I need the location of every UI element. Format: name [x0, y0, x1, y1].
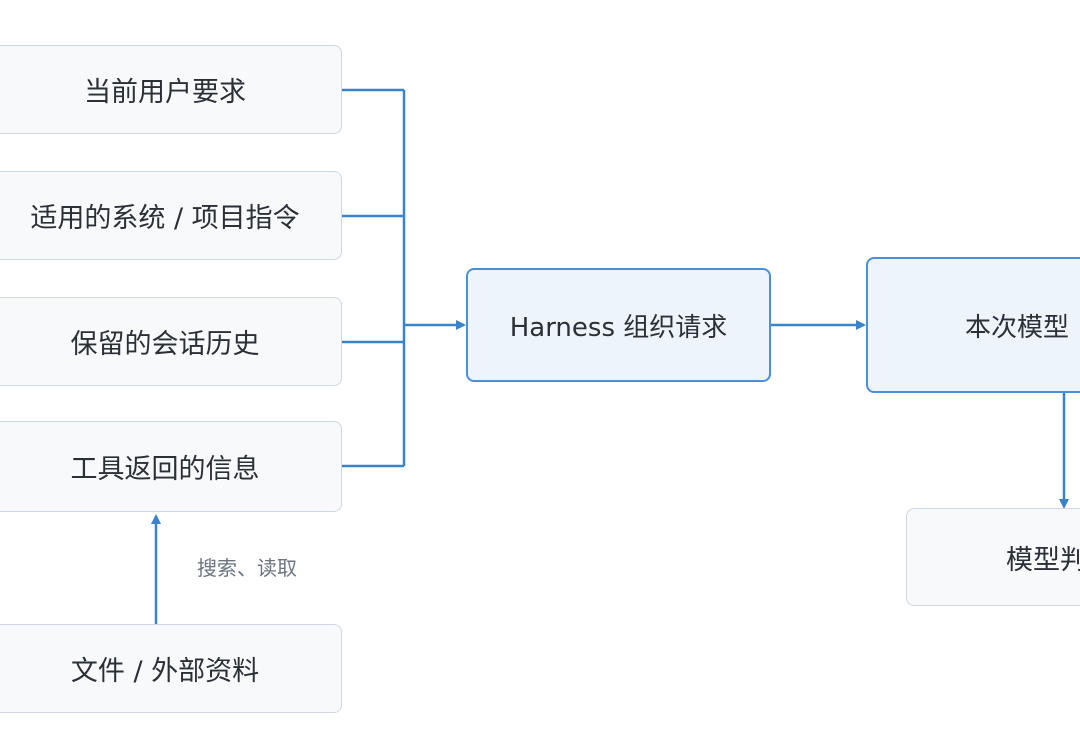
- harness-organize-request: Harness 组织请求: [466, 268, 771, 382]
- harness-label: Harness 组织请求: [509, 312, 728, 343]
- input-label: 工具返回的信息: [70, 454, 260, 485]
- input-label: 保留的会话历史: [70, 329, 260, 360]
- input-system-project-instructions: 适用的系统 / 项目指令: [0, 171, 342, 260]
- edge-label-search-read: 搜索、读取: [197, 556, 297, 580]
- model-output: 模型判: [906, 508, 1080, 606]
- input-current-user-request: 当前用户要求: [0, 45, 342, 134]
- source-files-external: 文件 / 外部资料: [0, 624, 342, 713]
- input-retained-session-history: 保留的会话历史: [0, 297, 342, 386]
- source-label: 文件 / 外部资料: [70, 656, 260, 687]
- input-label: 适用的系统 / 项目指令: [30, 203, 300, 234]
- input-label: 当前用户要求: [84, 77, 246, 108]
- model-call-label: 本次模型: [965, 312, 1070, 343]
- model-call: 本次模型: [866, 257, 1080, 393]
- input-tool-returned-info: 工具返回的信息: [0, 421, 342, 512]
- model-output-label: 模型判: [1006, 544, 1080, 576]
